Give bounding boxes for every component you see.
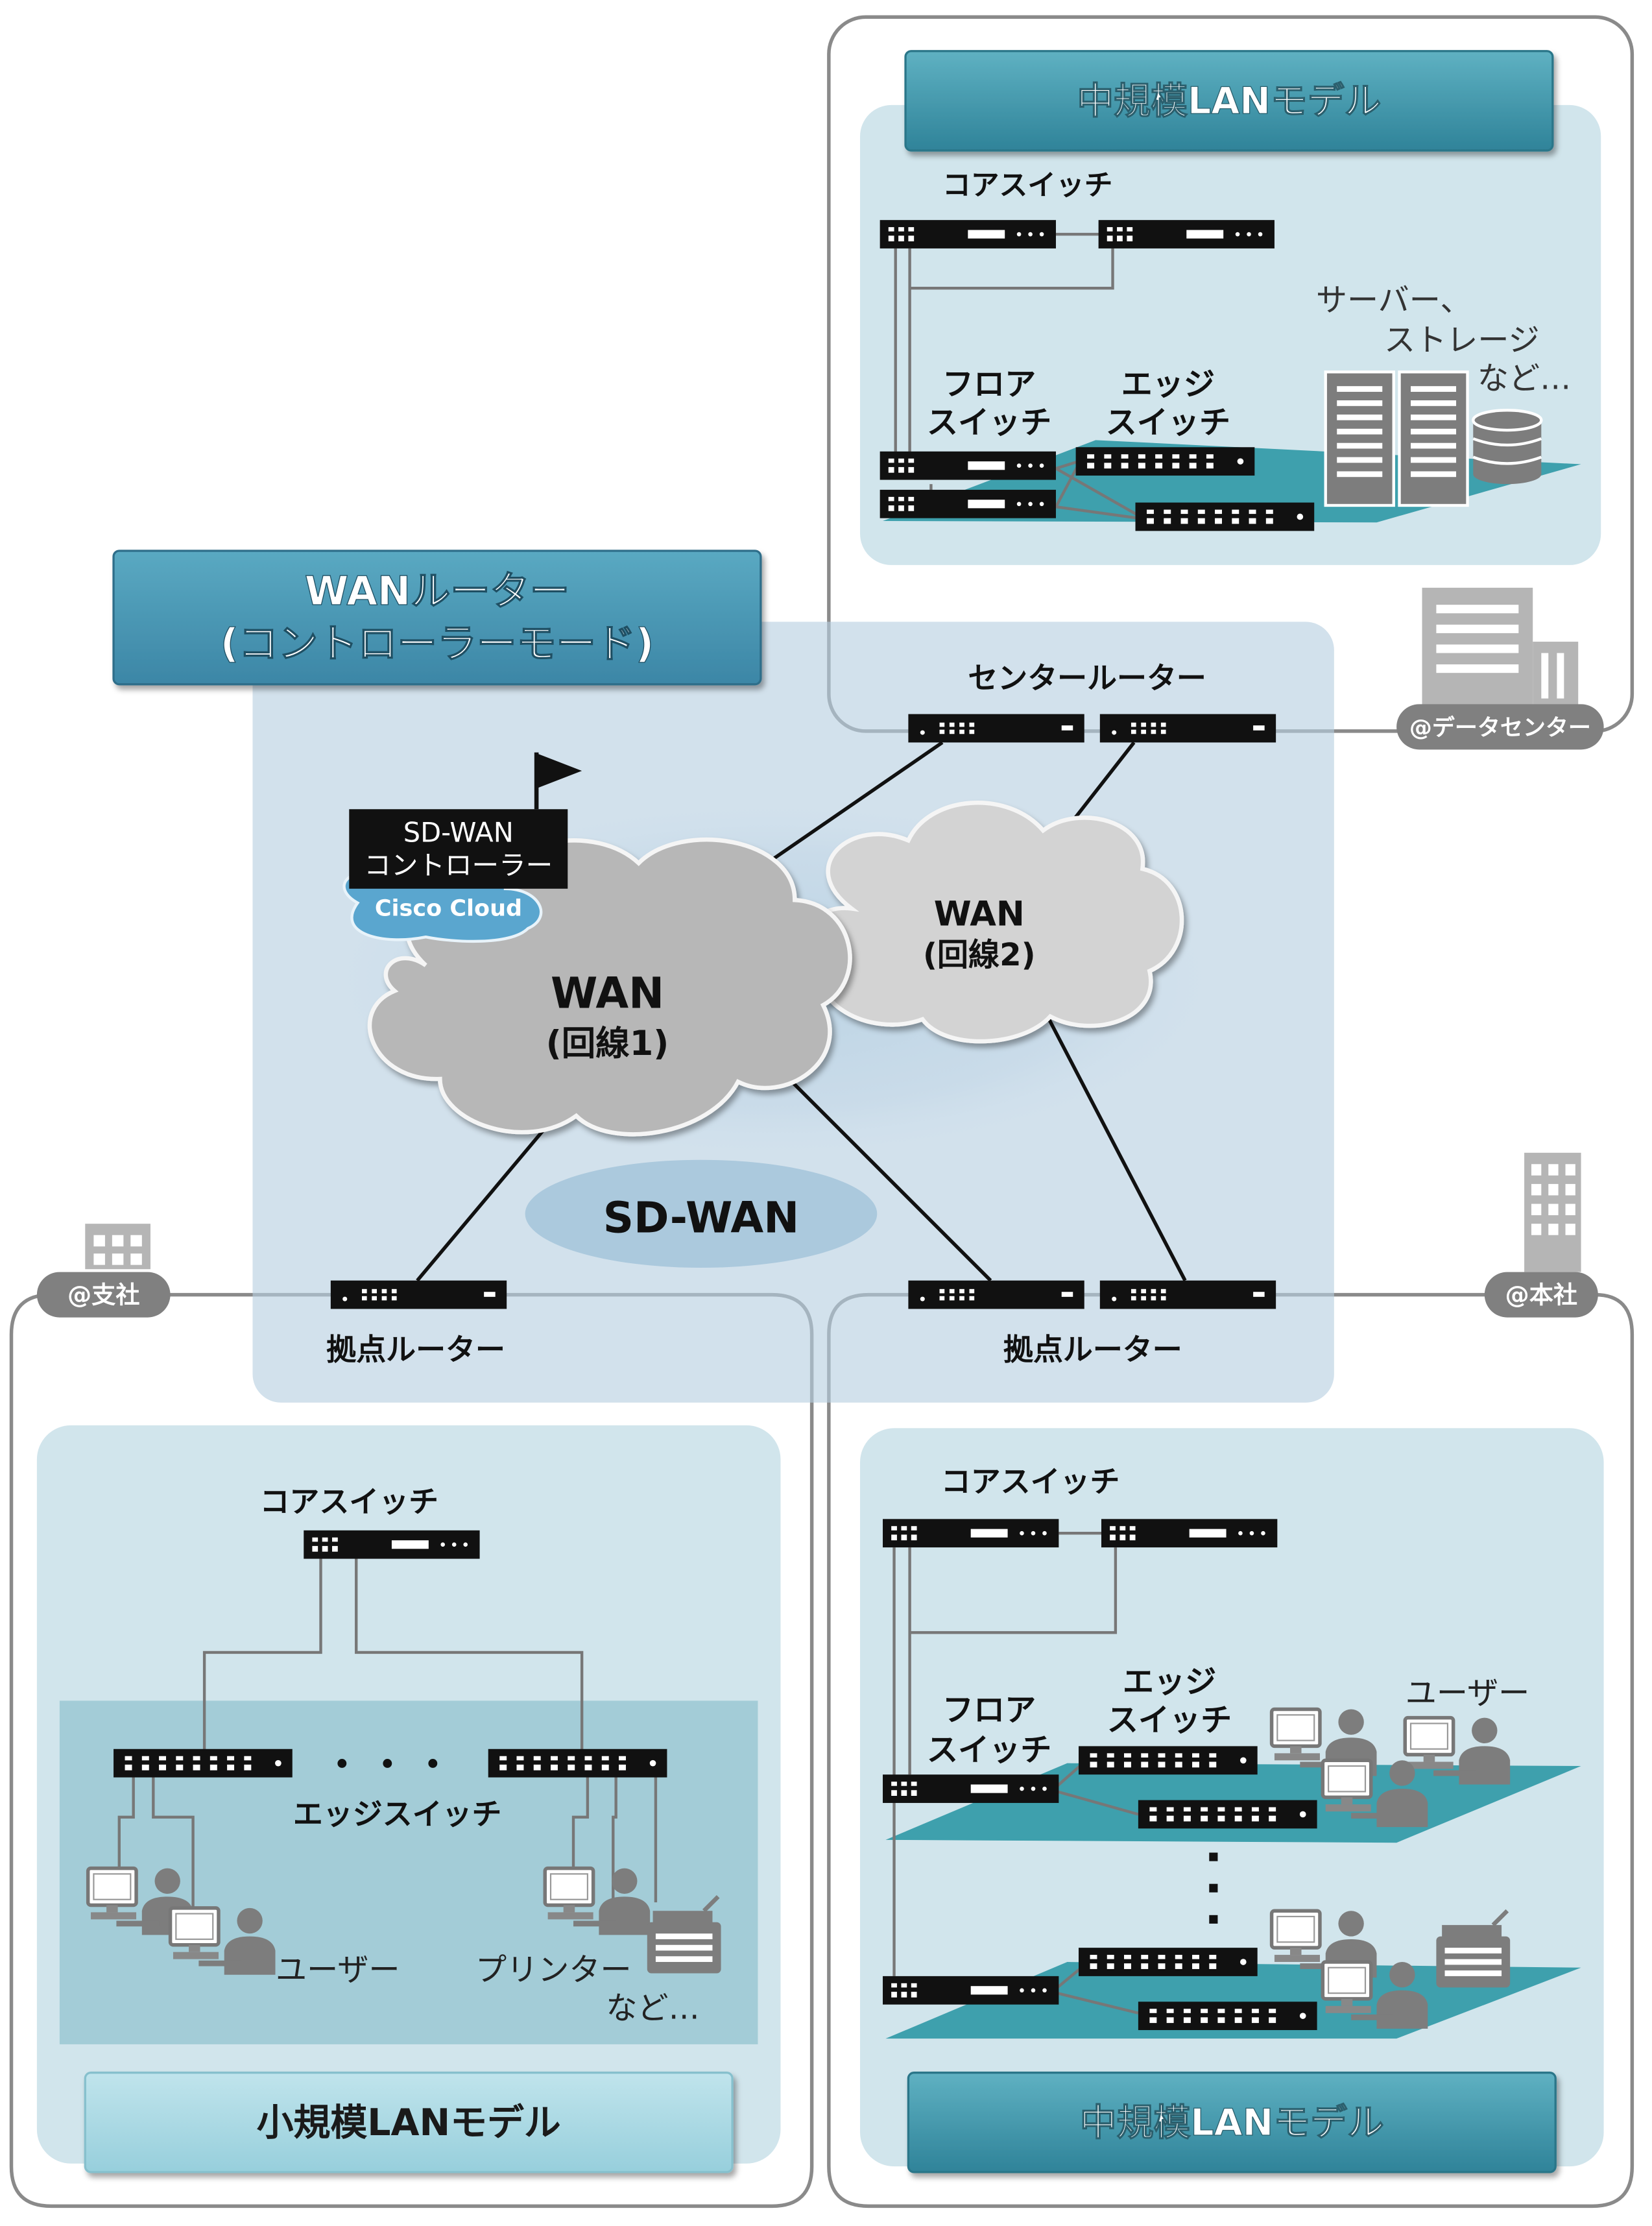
branch-router-label: 拠点ルーター — [326, 1332, 505, 1367]
datacenter-cables — [894, 232, 1139, 520]
hq-cables — [892, 1532, 1139, 2014]
hq-edge-label-2: スイッチ — [1107, 1702, 1232, 1738]
branch-tag: @支社 — [67, 1281, 140, 1309]
datacenter-core-label: コアスイッチ — [942, 169, 1113, 202]
hq-edge-switch-3 — [1078, 1948, 1258, 1976]
hq-floor-label-1: フロア — [942, 1692, 1036, 1728]
controller-box — [349, 809, 568, 889]
dc-edge-switch-2 — [1135, 502, 1315, 531]
sdwan-controller: Cisco Cloud SD-WAN コントローラー — [342, 752, 582, 943]
dc-server-label-2: ストレージ — [1384, 322, 1540, 358]
dc-floor-switch-1 — [880, 451, 1056, 480]
sdwan-label-blob — [525, 1159, 878, 1268]
controller-line1: SD-WAN — [403, 817, 514, 849]
wan-router-title-1: WANルーター — [305, 568, 569, 614]
branch-tag-badge — [36, 1272, 171, 1318]
server-icon — [1324, 370, 1469, 507]
dc-edge-switch-1 — [1075, 447, 1255, 476]
storage-icon — [1472, 409, 1543, 485]
cisco-cloud-label: Cisco Cloud — [375, 895, 522, 921]
dc-edge-label-1: エッジ — [1121, 366, 1215, 402]
dc-server-label-1: サーバー、 — [1316, 282, 1472, 319]
branch-site: @支社 コアスイッチ ・・・ エッジスイッチ ユーザー プリンター など… 小規… — [9, 1224, 814, 2208]
hq-floor-switch-1 — [883, 1774, 1059, 1803]
wan1-sub-label: (回線1) — [546, 1024, 669, 1063]
hq-tag-badge — [1484, 1272, 1598, 1318]
branch-model-banner — [84, 2072, 734, 2173]
center-router-1 — [908, 714, 1084, 743]
hq-router-2 — [1099, 1280, 1276, 1309]
hq-router-label: 拠点ルーター — [1003, 1332, 1182, 1367]
datacenter-site: 中規模LANモデル コアスイッチ フロア スイッチ エッジ スイッチ サーバー、… — [827, 15, 1634, 750]
wan2-sub-label: (回線2) — [923, 937, 1036, 973]
hq-model-title: 中規模LANモデル — [1080, 2101, 1384, 2144]
branch-etc-label: など… — [606, 1990, 699, 2027]
building-icon — [1422, 587, 1579, 710]
hq-vertical-dots — [1209, 1852, 1218, 1924]
wan-router-title-2: (コントローラーモード) — [221, 621, 654, 667]
datacenter-model-title: 中規模LANモデル — [1077, 80, 1381, 123]
hq-edge-switch-1 — [1078, 1746, 1258, 1775]
branch-edge-label: エッジスイッチ — [293, 1797, 502, 1832]
branch-dots: ・・・ — [324, 1744, 460, 1787]
dc-core-switch-1 — [880, 220, 1056, 248]
branch-core-switch — [304, 1530, 480, 1559]
flag-icon — [538, 753, 582, 788]
branch-router — [330, 1280, 507, 1309]
branch-user-label: ユーザー — [276, 1952, 400, 1988]
branch-cables — [117, 1557, 658, 1911]
datacenter-model-banner — [904, 50, 1554, 152]
hq-core-switch-2 — [1101, 1519, 1278, 1548]
hq-edge-switch-2 — [1138, 1800, 1317, 1829]
hq-floor-switch-2 — [883, 1976, 1059, 2005]
branch-printer-label: プリンター — [475, 1952, 632, 1988]
branch-edge-switch-2 — [488, 1748, 667, 1778]
dc-server-label-3: など… — [1478, 361, 1571, 397]
center-router-2 — [1099, 714, 1276, 743]
controller-line2: コントローラー — [364, 849, 553, 881]
branch-edge-switch-1 — [114, 1748, 293, 1778]
building-icon — [85, 1224, 150, 1270]
datacenter-tag: @データセンター — [1409, 714, 1591, 741]
branch-model-title: 小規模LANモデル — [257, 2101, 561, 2144]
wan2-label: WAN — [934, 895, 1025, 934]
hq-tag: @本社 — [1505, 1281, 1578, 1309]
hq-edge-switch-4 — [1138, 2002, 1317, 2031]
dc-floor-label-2: スイッチ — [927, 404, 1052, 441]
wan-router-box: WANルーター (コントローラーモード) — [112, 550, 762, 686]
hq-router-1 — [908, 1280, 1084, 1309]
wan2-cloud: WAN (回線2) — [804, 801, 1184, 1044]
wan1-label: WAN — [551, 969, 664, 1019]
hq-core-label: コアスイッチ — [941, 1464, 1120, 1499]
dc-core-switch-2 — [1098, 220, 1275, 248]
datacenter-tag-badge — [1396, 704, 1604, 750]
sdwan-label: SD-WAN — [603, 1193, 799, 1242]
center-router-label: センタールーター — [968, 660, 1206, 696]
hq-site: @本社 コアスイッチ フロア スイッチ エッジ スイッチ ユーザー — [827, 1152, 1634, 2208]
hq-model-banner — [907, 2072, 1557, 2173]
hq-core-switch-1 — [883, 1519, 1059, 1548]
branch-core-label: コアスイッチ — [259, 1484, 438, 1519]
dc-floor-switch-2 — [880, 489, 1056, 518]
dc-edge-label-2: スイッチ — [1106, 404, 1231, 441]
hq-edge-label-1: エッジ — [1123, 1663, 1216, 1700]
hq-floor-label-2: スイッチ — [927, 1732, 1052, 1768]
dc-floor-label-1: フロア — [942, 366, 1036, 402]
building-icon — [1524, 1152, 1581, 1272]
hq-user-label: ユーザー — [1406, 1675, 1530, 1712]
